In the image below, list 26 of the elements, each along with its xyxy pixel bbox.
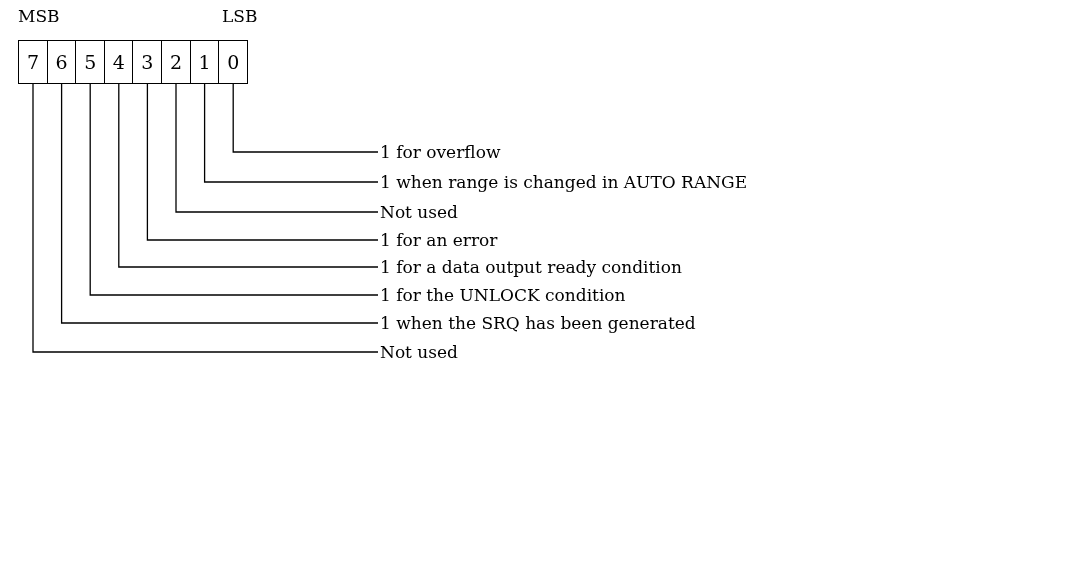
bit-cell: 5 [75, 40, 106, 84]
leader-line [175, 83, 379, 213]
bit-description: 1 for overflow [380, 141, 501, 163]
bit-description: 1 when the SRQ has been generated [380, 312, 696, 334]
bit-description: 1 for the UNLOCK condition [380, 284, 626, 306]
bit-cell: 6 [46, 40, 77, 84]
bit-description: 1 for a data output ready condition [380, 256, 682, 278]
leader-line [203, 83, 379, 183]
leader-line [118, 83, 379, 268]
bit-cell: 7 [18, 40, 48, 84]
bit-cell: 1 [189, 40, 220, 84]
bit-description: Not used [380, 201, 458, 223]
bit-order-label: LSB [222, 6, 258, 26]
bit-description: Not used [380, 341, 458, 363]
bit-cell: 0 [218, 40, 249, 84]
leader-line [60, 83, 379, 324]
bit-description: 1 for an error [380, 229, 498, 251]
bit-cell: 4 [103, 40, 134, 84]
leader-line [232, 83, 379, 153]
leader-line [32, 83, 379, 353]
bit-description: 1 when range is changed in AUTO RANGE [380, 171, 748, 193]
leader-line [89, 83, 379, 296]
bit-order-label: MSB [18, 6, 60, 26]
bit-cell: 2 [161, 40, 191, 84]
bit-cell: 3 [132, 40, 163, 84]
leader-line [146, 83, 379, 241]
